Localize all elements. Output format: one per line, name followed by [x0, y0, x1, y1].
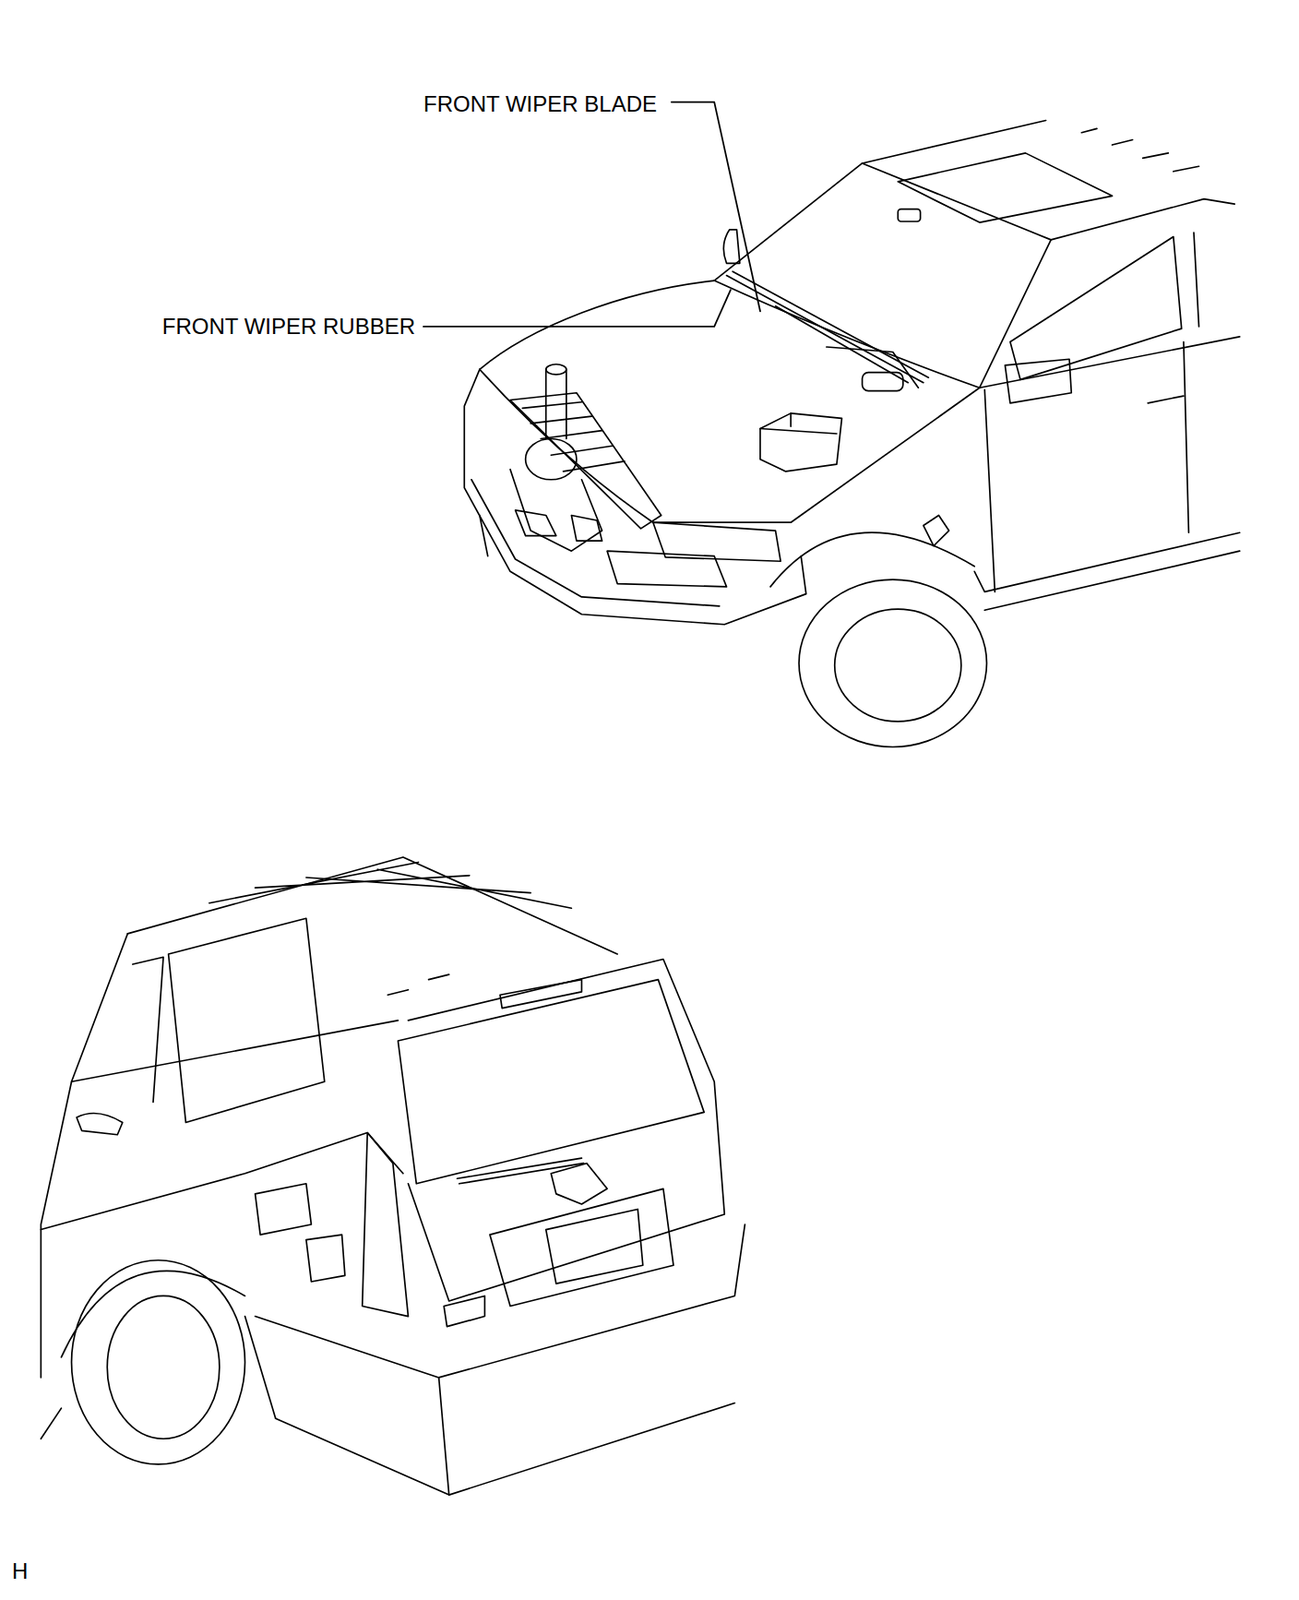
leader-lines: [423, 102, 761, 327]
front-vehicle: [464, 119, 1240, 747]
part-label: FRONT WIPER BLADE: [423, 91, 657, 118]
part-label: FRONT WIPER RUBBER: [162, 313, 416, 340]
figure-code: H: [11, 1558, 28, 1585]
rear-vehicle: [40, 857, 745, 1495]
